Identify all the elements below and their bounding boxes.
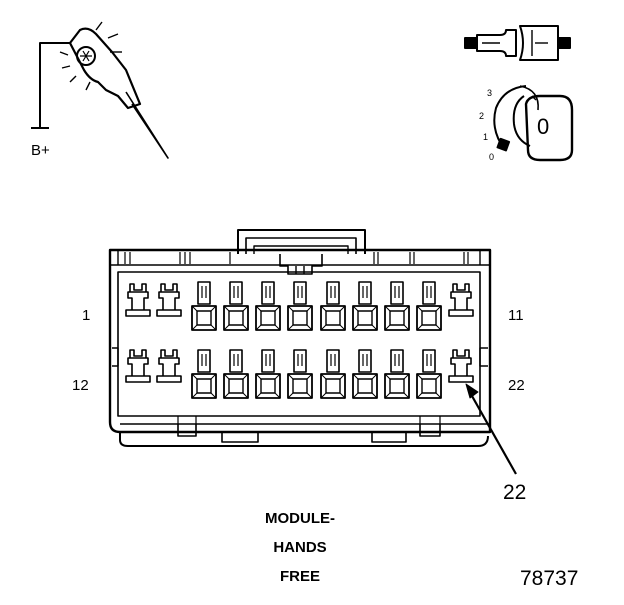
ignition-position-0: 0 [489,152,495,162]
pin-cavity [223,281,249,331]
pin-cavity-latch [156,283,182,317]
ignition-key-icon [493,85,574,162]
pin-label-12: 12 [72,377,89,394]
caption-line-1: MODULE- [265,510,335,527]
connector-face [108,229,492,447]
connector-cavities [125,281,474,399]
figure-id: 78737 [520,567,579,590]
pin-cavity-latch [448,283,474,317]
ignition-position-3: 3 [487,88,493,98]
pin-cavity [320,349,346,399]
pin-cavity [416,349,442,399]
b-plus-label: B+ [31,142,50,159]
caption-line-2: HANDS [273,539,327,556]
pin-cavity [255,281,281,331]
pin-22-callout: 22 [503,481,527,504]
pin-cavity [384,281,410,331]
ignition-position-1: 1 [483,132,489,142]
pin-cavity [255,349,281,399]
pin-cavity [191,349,217,399]
pin-label-1: 1 [82,307,91,324]
pin-cavity [287,349,313,399]
pin-cavity [191,281,217,331]
pin-cavity-latch [448,349,474,383]
pin-cavity [352,349,378,399]
pin-cavity [352,281,378,331]
pin-cavity-latch [156,349,182,383]
key-position-label: 0 [537,114,550,139]
ignition-position-2: 2 [479,111,485,121]
pin-label-11: 11 [508,307,524,324]
pin-cavity [223,349,249,399]
pin-label-22: 22 [508,377,525,394]
pin-cavity [416,281,442,331]
disconnected-connector-icon [464,25,571,61]
caption-line-3: FREE [279,568,321,585]
pin-cavity [320,281,346,331]
test-lamp-icon [31,21,169,159]
pin-cavity-latch [125,283,151,317]
pin-cavity [384,349,410,399]
pin-cavity-latch [125,349,151,383]
pin-cavity [287,281,313,331]
pin-22-leader [465,383,517,475]
